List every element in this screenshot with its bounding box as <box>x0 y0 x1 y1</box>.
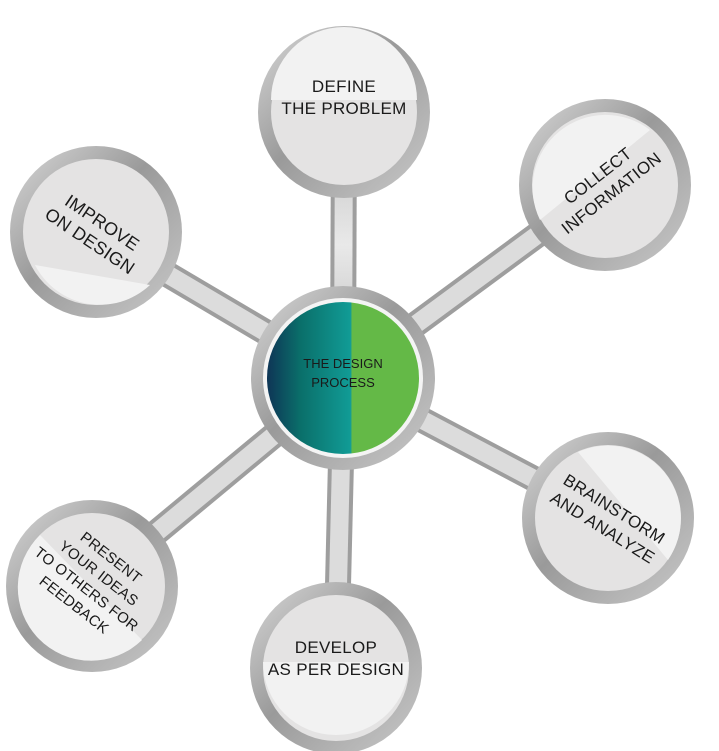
node-develop-label: DEVELOP AS PER DESIGN <box>251 637 421 681</box>
node-brainstorm-circle <box>522 432 694 604</box>
center-gradient-disc <box>267 302 419 454</box>
node-improve-circle <box>10 146 182 318</box>
node-present-circle <box>6 500 178 672</box>
center-title: THE DESIGN PROCESS <box>283 354 403 392</box>
center-hub <box>251 286 435 470</box>
node-develop-line1: DEVELOP <box>294 638 378 657</box>
center-title-line1: THE DESIGN <box>303 356 383 371</box>
node-define-label: DEFINE THE PROBLEM <box>259 76 429 120</box>
center-title-line2: PROCESS <box>311 375 375 390</box>
node-define-line2: THE PROBLEM <box>281 99 407 118</box>
node-define-line1: DEFINE <box>311 77 377 96</box>
node-develop-circle <box>250 582 422 751</box>
node-define-circle <box>258 26 430 198</box>
node-collect-circle <box>519 99 691 271</box>
node-develop-line2: AS PER DESIGN <box>267 660 405 679</box>
